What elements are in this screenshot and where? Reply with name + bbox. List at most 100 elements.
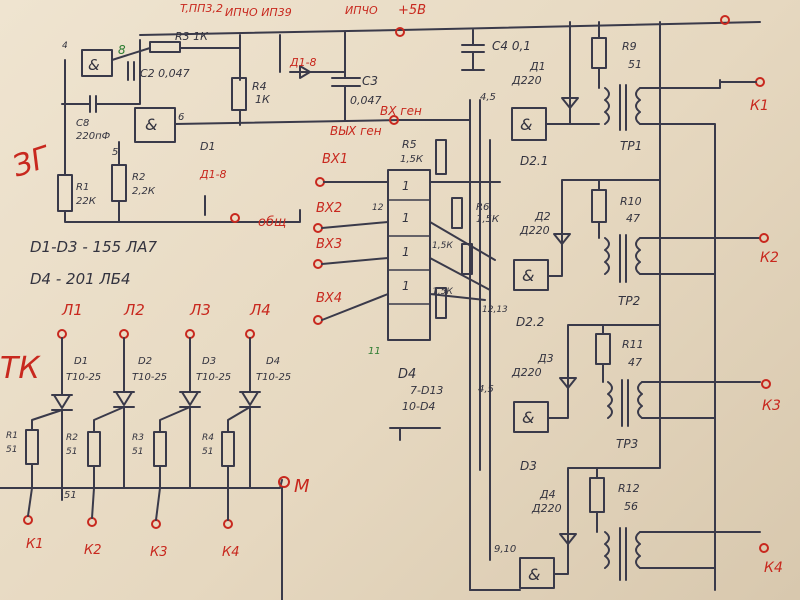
d1-label: D1 — [200, 140, 215, 153]
common-terminal[interactable] — [230, 213, 240, 223]
diode-d4-label: Д4 — [539, 488, 556, 501]
output-k1-terminal[interactable] — [755, 77, 765, 87]
note-d1-d3: D1-D3 - 155 ЛА7 — [30, 238, 157, 256]
thy2-k2-label: К2 — [84, 543, 102, 558]
note-d4: D4 - 201 ЛБ4 — [30, 270, 131, 288]
supply-terminal[interactable] — [395, 27, 405, 37]
pin-910-ch4: 9,10 — [494, 544, 516, 555]
m-label: М — [294, 476, 310, 497]
thy4-r-label: R4 — [202, 433, 214, 443]
output-k3-label: К3 — [762, 398, 781, 414]
top-right-terminal[interactable] — [720, 15, 730, 25]
diode-d1 — [561, 91, 579, 113]
r12-label: R12 — [618, 482, 640, 495]
tr2-label: ТР2 — [618, 294, 640, 308]
diode-d1-value: Д220 — [511, 74, 542, 87]
d2-1-label: D2.1 — [520, 154, 548, 168]
chip-d4 — [387, 169, 431, 341]
input-vkh4-terminal[interactable] — [313, 315, 323, 325]
r4-label: R4 — [252, 80, 267, 93]
resistor-r8 — [435, 287, 447, 319]
gen-in-terminal[interactable] — [389, 115, 399, 125]
gate-symbol-d22: & — [522, 266, 534, 285]
thy3-r-val: 51 — [132, 447, 143, 457]
c4-label: C4 0,1 — [492, 39, 531, 53]
thy2-resistor — [87, 431, 101, 467]
d4-note-2: 10-D4 — [402, 400, 435, 413]
thy1-k1-terminal[interactable] — [23, 515, 33, 525]
c2-label: C2 0,047 — [140, 67, 190, 80]
resistor-r3 — [149, 41, 181, 53]
r11-value: 47 — [628, 356, 642, 369]
d2-2-label: D2.2 — [516, 315, 544, 329]
lamp-l2-terminal[interactable] — [119, 329, 129, 339]
capacitor-c4 — [461, 29, 485, 71]
lamp-l2-label: Л2 — [123, 301, 145, 319]
capacitor-c2 — [127, 61, 135, 81]
diode-d3-label: Д3 — [537, 352, 554, 365]
input-vkh1-label: ВХ1 — [322, 152, 348, 167]
gate-symbol-d21: & — [520, 115, 532, 134]
r11-label: R11 — [622, 338, 644, 351]
header-top-mid: ИПЧО ИП39 — [225, 6, 292, 19]
r2-label: R2 — [132, 172, 145, 183]
thy3-k3-label: К3 — [150, 545, 168, 560]
input-vkh1-terminal[interactable] — [315, 177, 325, 187]
transformer-tr3 — [607, 379, 643, 427]
output-k2-terminal[interactable] — [759, 233, 769, 243]
transformer-tr1 — [604, 84, 641, 131]
gate-symbol-2: & — [145, 115, 157, 134]
d4-note-1: 7-D13 — [410, 384, 443, 397]
lamp-l3-terminal[interactable] — [185, 329, 195, 339]
input-vkh2-terminal[interactable] — [313, 223, 323, 233]
resistor-r10 — [591, 189, 607, 223]
output-k4-label: К4 — [764, 560, 783, 576]
thy1-label: D1 — [74, 356, 88, 367]
thy2-k2-terminal[interactable] — [87, 517, 97, 527]
lamp-l3-label: Л3 — [189, 301, 211, 319]
thy3-k3-terminal[interactable] — [151, 519, 161, 529]
zg-block-label: ЗГ — [8, 139, 55, 184]
d4-cell-2: 1 — [402, 211, 410, 225]
r2-value: 2,2К — [132, 186, 156, 197]
output-k3-terminal[interactable] — [761, 379, 771, 389]
pin-45-ch3: 4,5 — [478, 384, 494, 395]
input-vkh3-terminal[interactable] — [313, 259, 323, 269]
pin-11-d4: 11 — [368, 346, 381, 357]
c3-value: 0,047 — [350, 94, 382, 107]
lamp-l4-terminal[interactable] — [245, 329, 255, 339]
lamp-l4-label: Л4 — [249, 301, 271, 319]
d4-cell-3: 1 — [402, 245, 410, 259]
r6-value: 1,5К — [476, 214, 500, 225]
header-supply: +5В — [398, 3, 426, 18]
pin-1213-ch4: 12,13 — [482, 305, 508, 315]
diode-d3-value: Д220 — [511, 366, 542, 379]
r4-value: 1К — [255, 93, 271, 106]
thy1-type: Т10-25 — [66, 372, 101, 383]
pin-45-ch1: 4,5 — [480, 92, 496, 103]
thy4-k4-terminal[interactable] — [223, 519, 233, 529]
transformer-tr2 — [604, 234, 641, 283]
m-terminal[interactable] — [278, 476, 290, 488]
d4-cell-4: 1 — [402, 279, 410, 293]
vd2-label: Д1-8 — [199, 168, 227, 181]
resistor-r11 — [595, 333, 611, 365]
r5-value: 1,5К — [400, 154, 424, 165]
c8-label: C8 — [76, 118, 89, 129]
pin-6-d1: 6 — [178, 112, 184, 123]
output-k4-terminal[interactable] — [759, 543, 769, 553]
r5-label: R5 — [402, 138, 417, 151]
diode-d1-label: Д1 — [529, 60, 546, 73]
r9-value: 51 — [628, 58, 642, 71]
tr1-label: ТР1 — [620, 139, 642, 153]
d4-label: D4 — [398, 367, 416, 382]
thy1-r-val: 51 — [6, 445, 17, 455]
d4-cell-1: 1 — [402, 179, 410, 193]
thy4-type: Т10-25 — [256, 372, 291, 383]
lamp-l1-terminal[interactable] — [57, 329, 67, 339]
c3-label: C3 — [362, 74, 378, 88]
tr3-label: ТР3 — [616, 437, 638, 451]
diode-d4-value: Д220 — [531, 502, 562, 515]
